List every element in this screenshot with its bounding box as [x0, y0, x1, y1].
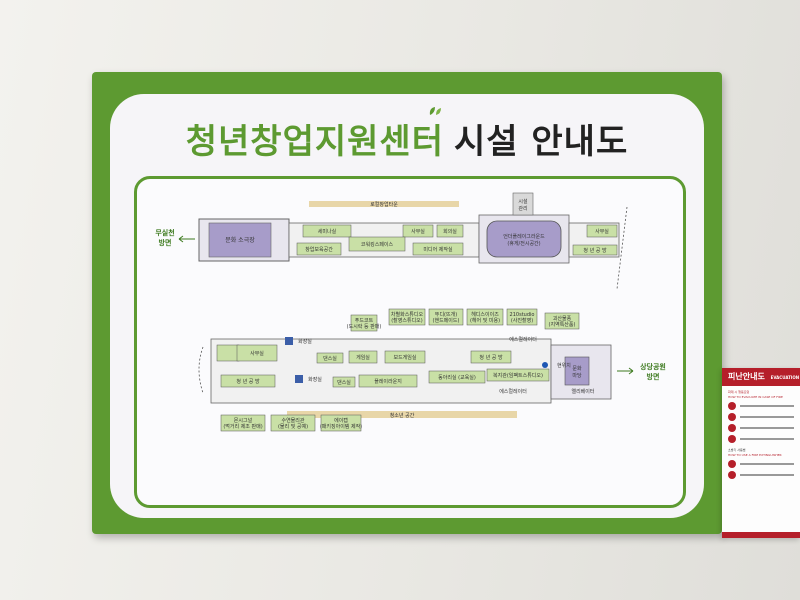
- culture-hall-label: 문화 소극장: [225, 236, 255, 244]
- floor-map: 문화 소극장 로컬창업타운 세미나실 사무실 회의실 창업보육공간 코워킹스페이…: [155, 192, 666, 432]
- escalator-top-label: 에스컬레이터: [509, 336, 537, 343]
- facility-label: 시설: [518, 198, 528, 205]
- play-lounge-label: 플레이라운지: [374, 378, 402, 385]
- culture-yard-label: 문화: [572, 366, 582, 372]
- local-startup-town-label: 로컬창업타운: [370, 201, 398, 208]
- culture-yard-label2: 마당: [572, 372, 582, 379]
- lower-floor-plan: 사무실 화장실 푸드코트 (도시락 등 판매) 차별화스튜디오 (촬영스튜디오)…: [198, 308, 666, 432]
- youth-space-label: 청소년 공간: [390, 412, 415, 419]
- evac-step-4: [728, 435, 794, 443]
- evacuation-sign: 피난안내도 EVACUATION 화재 시 행동요령 HOW TO EVACUA…: [722, 368, 800, 538]
- shop-3-sub: (헤어 및 미용): [470, 317, 500, 324]
- shop-0-sub: (도시락 등 판매): [347, 323, 382, 330]
- lower-office-label: 사무실: [250, 350, 264, 357]
- dance1-label: 댄스실: [323, 355, 337, 362]
- underplayground-label: 언더플레이그라운드: [503, 233, 545, 240]
- arrow-right-icon: [617, 367, 634, 375]
- bottom-shop-2-name: 에이캡: [334, 417, 348, 424]
- right-direction-line1: 상당공원: [640, 362, 666, 371]
- shop-5-name: 괴산물풍: [553, 315, 572, 322]
- shop-5-sub: (지역특산품): [549, 321, 576, 328]
- youth-workshop1-label: 청 년 공 방: [479, 354, 503, 361]
- evac-line4: HOW TO USE A FIRE EXTINGUISHER: [728, 453, 782, 457]
- underplayground-area: [486, 220, 562, 258]
- board-game-label: 보드게임실: [393, 354, 416, 361]
- evac-step-1: [728, 402, 794, 410]
- local-startup-town-band: [309, 201, 459, 207]
- bottom-shop-1-sub: (물리 및 공예): [278, 423, 308, 430]
- bottom-shop-1-name: 수연물리관: [281, 417, 304, 424]
- leaf-icon: [429, 107, 441, 115]
- you-are-here-icon: [542, 362, 548, 368]
- startup-space-label: 창업보육공간: [305, 246, 333, 253]
- step-dot-icon: [728, 402, 736, 410]
- shop-3-name: 헤디스이이즈: [471, 311, 499, 318]
- bottom-shop-2-sub: (패키징아이템 제작): [320, 423, 362, 430]
- step-dot-icon: [728, 471, 736, 479]
- shop-1-name: 차별화스튜디오: [391, 311, 424, 318]
- upper-youth-label: 청 년 공 방: [583, 247, 607, 254]
- shop-1-sub: (촬영스튜디오): [391, 317, 423, 324]
- club-label: 동아리실 (교육실): [438, 374, 476, 381]
- restroom-right-label: 화장실: [308, 376, 322, 383]
- shop-2-name: 뚜디(뜨개): [435, 311, 457, 318]
- evac-step-5: [728, 460, 794, 468]
- evac-line3: 소방기 사용법: [728, 448, 746, 452]
- media-label: 미디어 제작실: [423, 246, 453, 253]
- accessible-icon-2: [295, 375, 303, 383]
- coworking-label: 코워킹스페이스: [361, 241, 394, 248]
- meeting-label: 회의실: [443, 228, 457, 235]
- evac-step-6: [728, 471, 794, 479]
- shop-0-name: 푸드코트: [355, 318, 374, 324]
- seminar-label: 세미나실: [318, 228, 337, 235]
- complex-label: 복지관(임팩트스튜디오): [493, 372, 543, 379]
- shop-4-sub: (사진촬영): [511, 317, 533, 324]
- youth-workshop2-label: 청 년 공 방: [236, 378, 260, 385]
- shop-2-sub: (핸드메이드): [433, 317, 460, 324]
- evacuation-title: 피난안내도: [728, 372, 765, 381]
- escalator-bottom-label: 에스컬레이터: [499, 388, 527, 395]
- you-are-here-label: 현위치: [557, 362, 571, 369]
- evac-step-2: [728, 413, 794, 421]
- evacuation-sign-footer: [722, 532, 800, 538]
- left-direction-line1: 무실천: [155, 228, 174, 237]
- title-guide: 시설 안내도: [454, 122, 629, 162]
- step-dot-icon: [728, 413, 736, 421]
- evac-line2: HOW TO EVACUATE IN CASE OF FIRE: [728, 395, 783, 399]
- restroom-left-label: 화장실: [298, 338, 312, 345]
- culture-hall-room: [208, 222, 272, 258]
- evacuation-subtitle: EVACUATION: [770, 375, 800, 380]
- facility-label2: 관리: [518, 205, 527, 212]
- step-dot-icon: [728, 424, 736, 432]
- right-direction-line2: 방면: [647, 372, 660, 381]
- underplayground-sub: (휴게/전시공간): [507, 240, 540, 247]
- floor-map-frame: 문화 소극장 로컬창업타운 세미나실 사무실 회의실 창업보육공간 코워킹스페이…: [134, 176, 686, 508]
- culture-yard-room: [564, 356, 590, 386]
- upper-floor-plan: 문화 소극장 로컬창업타운 세미나실 사무실 회의실 창업보육공간 코워킹스페이…: [155, 192, 628, 290]
- arrow-left-icon: [178, 235, 195, 243]
- title-center-name: 청년창업지원센터: [185, 122, 444, 162]
- shop-row: 푸드코트 (도시락 등 판매) 차별화스튜디오 (촬영스튜디오) 뚜디(뜨개) …: [347, 308, 580, 332]
- elevator-label: 엘리베이터: [571, 388, 594, 395]
- youth-space-band: [287, 411, 517, 418]
- game-label: 게임실: [356, 354, 370, 361]
- evac-step-3: [728, 424, 794, 432]
- evac-line1: 화재 시 행동요령: [728, 390, 750, 394]
- accessible-icon-1: [285, 337, 293, 345]
- shop-4-name: 210studio: [510, 312, 535, 318]
- evacuation-sign-header: 피난안내도 EVACUATION: [722, 368, 800, 386]
- bottom-shop-0-sub: (먹거리 제조 판매): [223, 423, 262, 430]
- upper-office1-label: 사무실: [411, 228, 425, 235]
- dance2-label: 댄스실: [337, 379, 351, 386]
- step-dot-icon: [728, 435, 736, 443]
- step-dot-icon: [728, 460, 736, 468]
- left-direction-line2: 방면: [159, 238, 172, 247]
- bottom-shop-0-name: 몬시그널: [234, 417, 253, 424]
- upper-office2-label: 사무실: [595, 228, 609, 235]
